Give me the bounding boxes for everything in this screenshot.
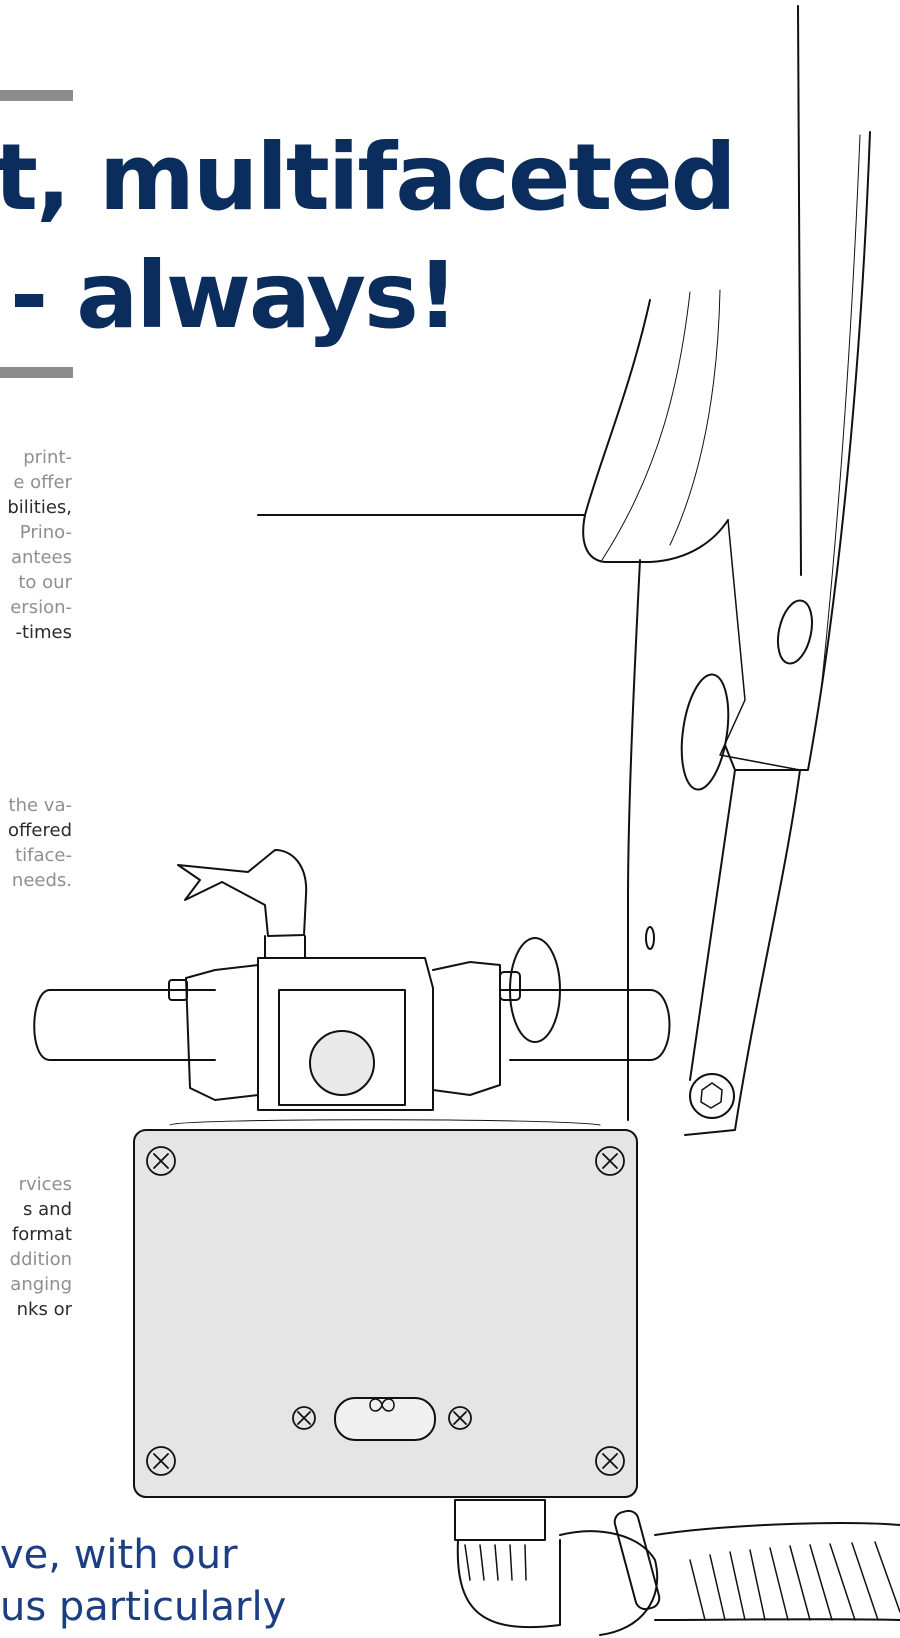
bracket-outline <box>582 299 729 563</box>
hose <box>654 1522 900 1621</box>
paragraph-3: rvices s and format ddition anging nks o… <box>10 1172 72 1322</box>
headline-line-2: - always! <box>10 242 459 349</box>
paragraph-line: -times <box>15 622 72 643</box>
cable-clamp-tab <box>613 1509 661 1611</box>
clamp-stem <box>264 935 306 959</box>
paragraph-line: to our <box>18 572 72 593</box>
hole-upper <box>776 599 814 665</box>
cable-gland-ridges <box>464 1544 527 1581</box>
clamp-lever <box>177 849 308 937</box>
vertical-post-line <box>797 5 802 576</box>
paragraph-1: print- e offer bilities, Prino- antees t… <box>7 445 72 645</box>
clamp-center-bolt <box>309 1030 375 1096</box>
right-arm-outline <box>724 131 871 771</box>
bracket-inner-curve <box>601 291 691 561</box>
box-screws <box>146 1146 625 1476</box>
plate-edge-line <box>719 519 801 771</box>
paragraph-line: nks or <box>16 1299 72 1320</box>
vertical-plate <box>627 559 641 1121</box>
paragraph-line: rvices <box>18 1174 72 1195</box>
right-arm-inner-line <box>819 134 861 701</box>
clamp-window <box>278 989 406 1106</box>
clamp-left-jaw <box>185 964 259 1101</box>
hole-small <box>645 926 655 950</box>
cable-clamp <box>559 1530 659 1636</box>
paragraph-line: offered <box>8 820 72 841</box>
clamp-right-jaw <box>432 961 501 1096</box>
hole-middle <box>680 673 730 791</box>
hex-bolt-head <box>700 1082 723 1109</box>
paragraph-line: tiface- <box>15 845 72 866</box>
paragraph-line: anging <box>10 1274 72 1295</box>
accent-bar-top <box>0 90 73 101</box>
paragraph-line: the va- <box>8 795 72 816</box>
paragraph-line: e offer <box>13 472 72 493</box>
accent-bar-bottom <box>0 367 73 378</box>
clamp-knob <box>509 937 561 1043</box>
box-connector-slot <box>334 1397 436 1441</box>
paragraph-line: bilities, <box>7 497 72 518</box>
bottom-text-line-1: ve, with our <box>0 1532 238 1578</box>
lower-arm-left <box>689 769 736 1081</box>
control-box <box>133 1129 638 1498</box>
paragraph-line: format <box>11 1224 72 1245</box>
paragraph-line: Prino- <box>19 522 72 543</box>
paragraph-line: ddition <box>9 1249 72 1270</box>
paragraph-line: antees <box>10 547 72 568</box>
hose-ridges <box>689 1541 900 1621</box>
paragraph-line: print- <box>23 447 72 468</box>
lower-arm-right <box>684 769 801 1136</box>
paragraph-line: s and <box>23 1199 72 1220</box>
paragraph-line: ersion- <box>10 597 72 618</box>
paragraph-2: the va- offered tiface- needs. <box>8 793 72 893</box>
infinity-icon <box>369 1398 395 1412</box>
clamp-bar <box>33 989 671 1061</box>
cable-gland <box>454 1499 546 1541</box>
clamp-base-line <box>169 1119 601 1126</box>
bracket-rim <box>669 289 721 546</box>
cable-elbow <box>456 1539 561 1629</box>
hex-bolt <box>689 1073 735 1119</box>
headline-line-1: t, multifaceted <box>0 124 737 231</box>
paragraph-line: needs. <box>11 870 72 891</box>
clamp-left-pin <box>168 979 188 1001</box>
bottom-text-line-2: us particularly <box>0 1584 287 1630</box>
